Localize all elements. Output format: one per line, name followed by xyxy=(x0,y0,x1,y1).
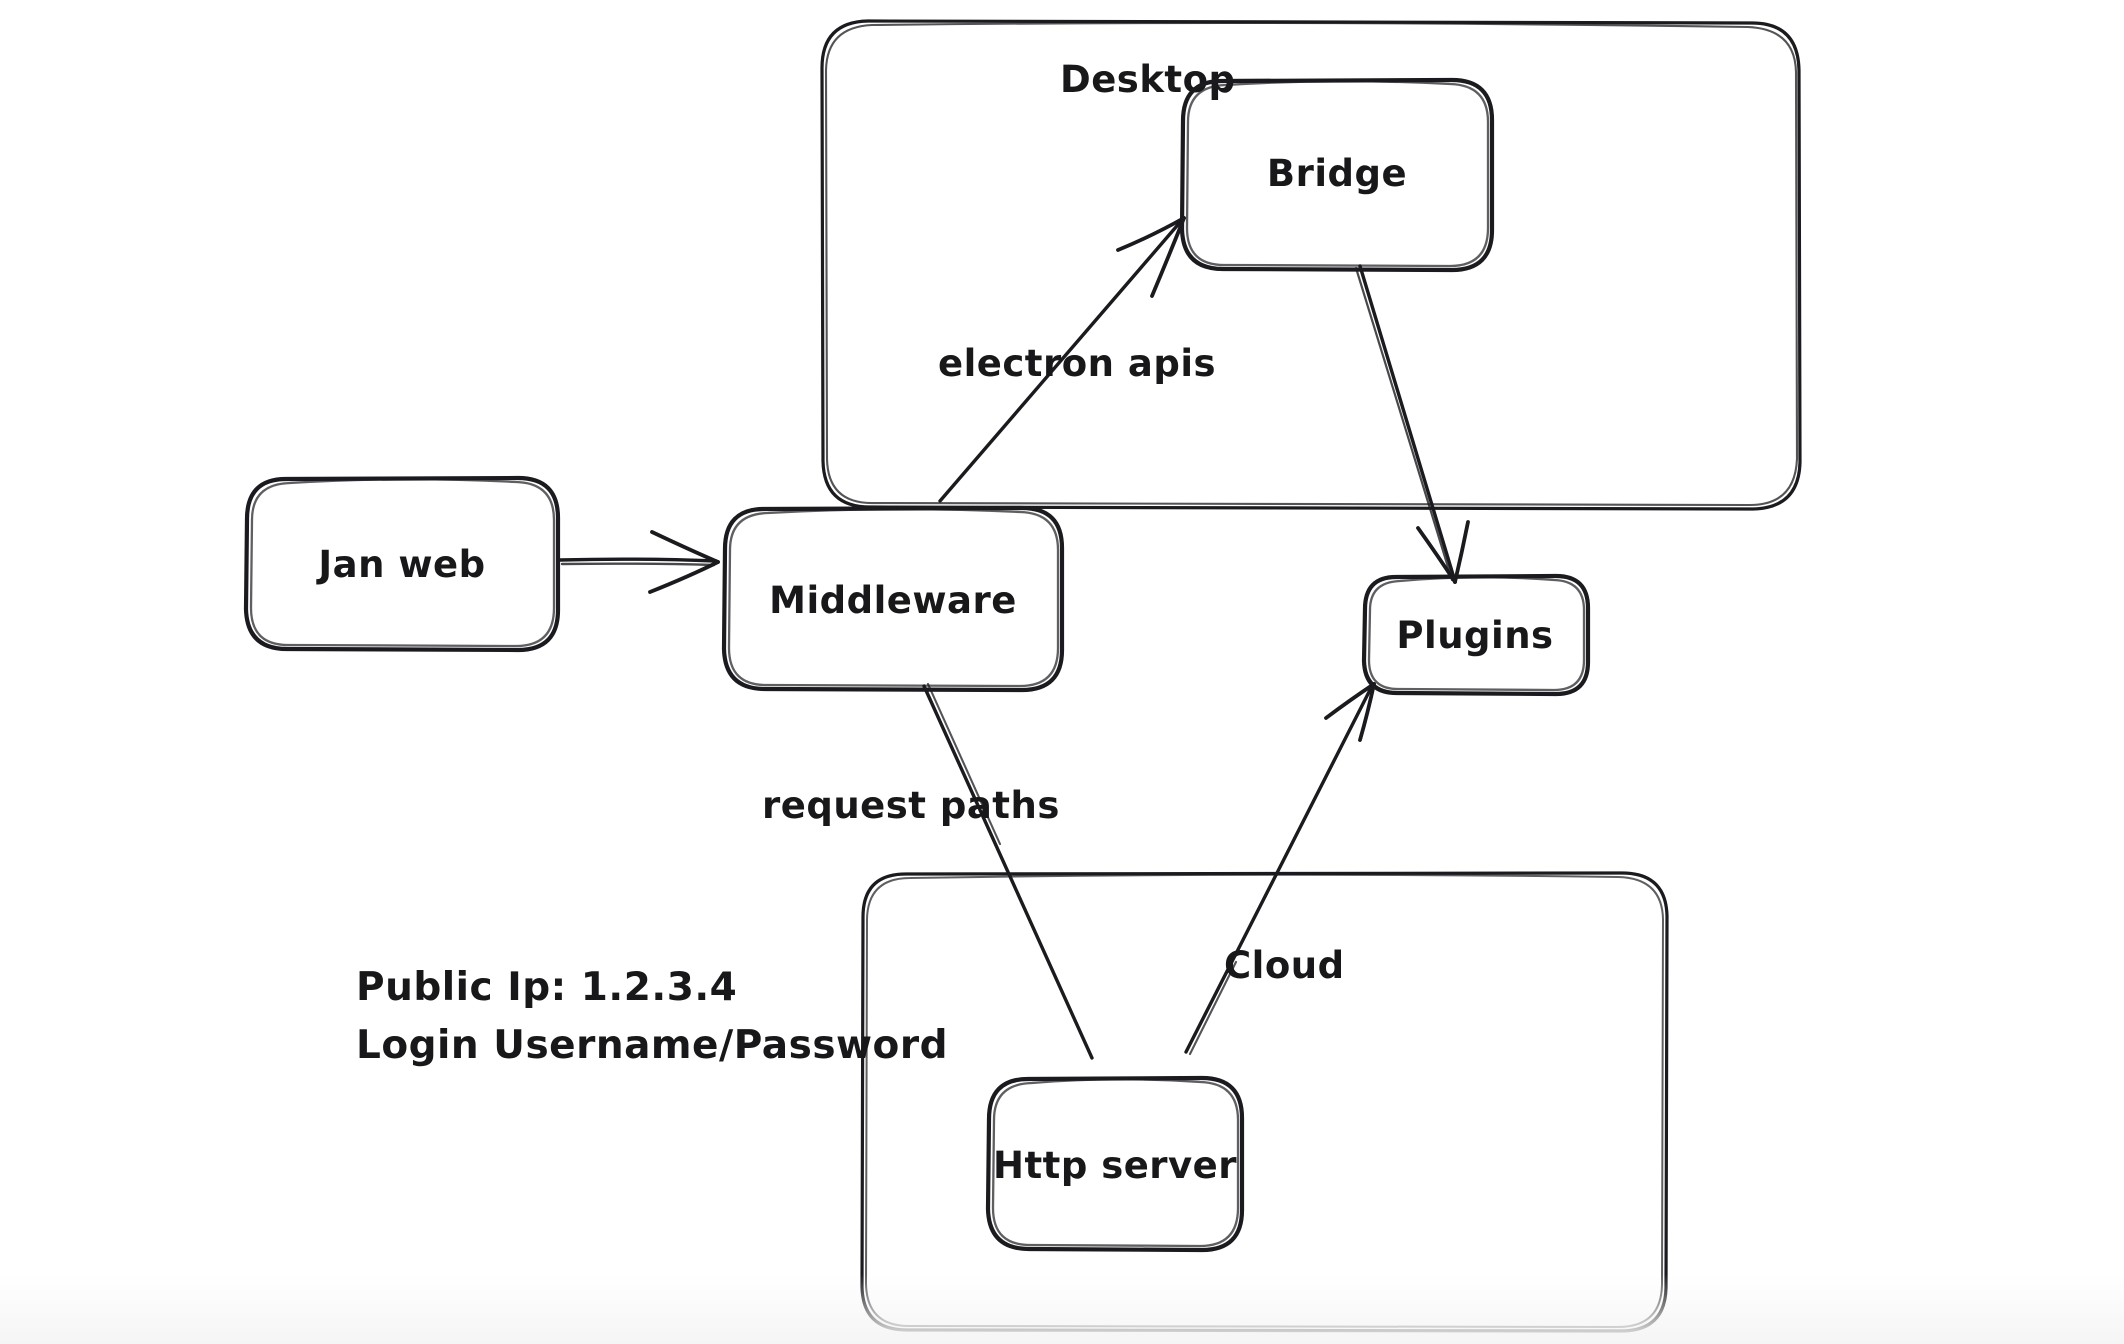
node-label-bridge: Bridge xyxy=(1267,152,1407,195)
group-label-desktop: Desktop xyxy=(1060,58,1236,101)
node-http-server[interactable]: Http server xyxy=(985,1075,1245,1253)
edge-middleware-to-bridge[interactable]: electron apis xyxy=(938,216,1216,503)
note-public-ip: Public Ip: 1.2.3.4 xyxy=(356,965,737,1010)
edge-middleware-to-httpserver[interactable]: request paths xyxy=(762,682,1094,1060)
node-middleware[interactable]: Middleware xyxy=(721,505,1065,693)
edge-bridge-to-plugins[interactable] xyxy=(1354,264,1470,584)
note-login: Login Username/Password xyxy=(356,1023,948,1068)
note-credentials: Public Ip: 1.2.3.4 Login Username/Passwo… xyxy=(356,965,948,1068)
node-label-middleware: Middleware xyxy=(769,579,1017,622)
group-container-desktop[interactable]: Desktop xyxy=(820,19,1802,511)
edge-janweb-to-middleware[interactable] xyxy=(558,530,720,594)
node-plugins[interactable]: Plugins xyxy=(1361,573,1591,697)
node-jan-web[interactable]: Jan web xyxy=(243,475,561,653)
node-label-http-server: Http server xyxy=(993,1144,1237,1187)
node-label-plugins: Plugins xyxy=(1396,614,1553,657)
edge-label-electron-apis: electron apis xyxy=(938,342,1216,385)
node-label-jan-web: Jan web xyxy=(315,543,485,586)
group-container-cloud[interactable] xyxy=(860,871,1669,1333)
edge-label-cloud: Cloud xyxy=(1224,944,1345,987)
edge-label-request-paths: request paths xyxy=(762,784,1060,827)
edge-httpserver-to-plugins[interactable]: Cloud xyxy=(1184,682,1376,1056)
node-bridge[interactable]: Bridge xyxy=(1179,77,1495,273)
